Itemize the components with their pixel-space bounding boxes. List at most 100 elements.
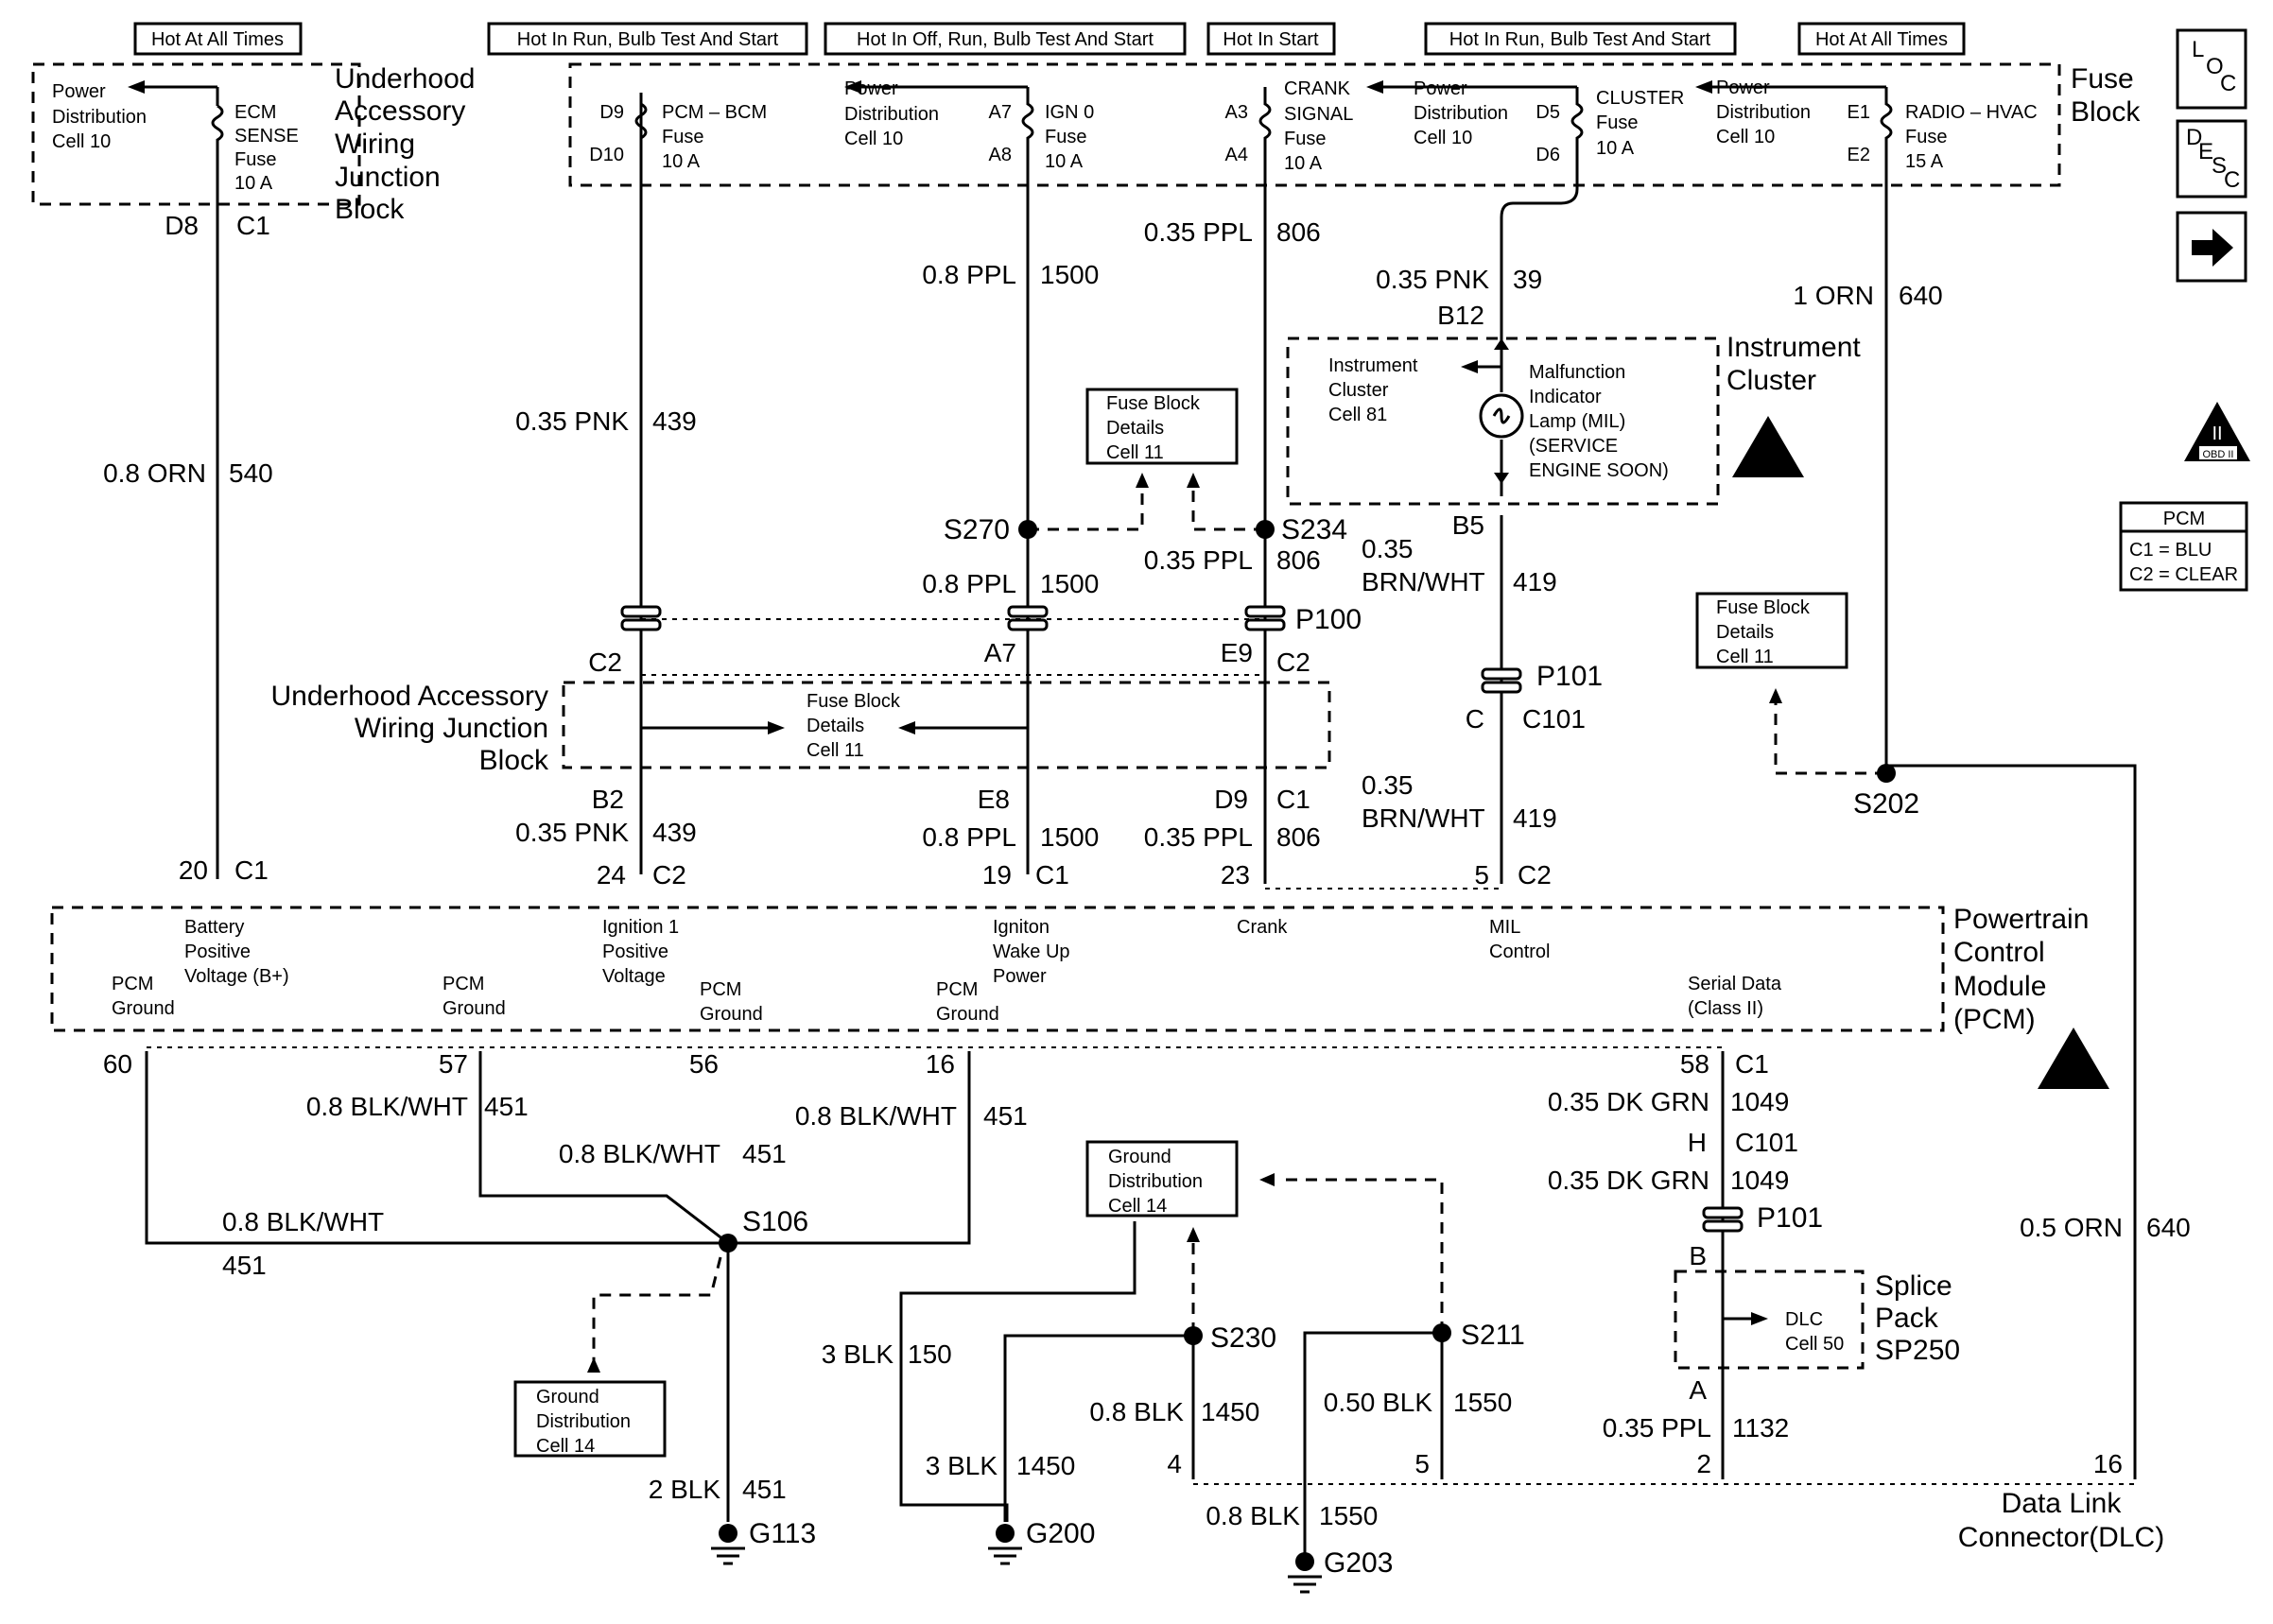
- svg-text:0.50 BLK: 0.50 BLK: [1324, 1388, 1433, 1417]
- svg-text:4: 4: [1167, 1449, 1182, 1478]
- svg-text:B2: B2: [592, 785, 624, 814]
- svg-text:C2: C2: [1276, 648, 1310, 677]
- svg-text:OBD II: OBD II: [2202, 449, 2233, 460]
- svg-text:S230: S230: [1210, 1322, 1276, 1354]
- svg-text:Serial Data: Serial Data: [1688, 974, 1782, 994]
- svg-text:Cluster: Cluster: [1328, 380, 1389, 401]
- svg-text:C: C: [2224, 167, 2240, 193]
- svg-text:(SERVICE: (SERVICE: [1529, 436, 1618, 457]
- svg-text:Cell 11: Cell 11: [1106, 442, 1164, 463]
- svg-text:1 ORN: 1 ORN: [1793, 281, 1874, 310]
- svg-text:451: 451: [222, 1251, 267, 1280]
- svg-text:DLC: DLC: [1785, 1309, 1823, 1330]
- svg-text:Details: Details: [807, 716, 864, 736]
- svg-text:B12: B12: [1437, 301, 1484, 330]
- underhood-junction-block-mid: Underhood Accessory Wiring Junction Bloc…: [271, 681, 1331, 776]
- svg-text:39: 39: [1513, 265, 1542, 294]
- svg-text:Power: Power: [52, 81, 106, 102]
- svg-text:Block: Block: [2071, 96, 2141, 128]
- svg-text:Block: Block: [479, 745, 549, 776]
- svg-text:Data Link: Data Link: [2002, 1488, 2123, 1519]
- svg-text:1450: 1450: [1201, 1397, 1259, 1426]
- splice-labels: S270 S234 S202 S106 S230 S211 P100 P101 …: [742, 514, 1919, 1354]
- svg-text:Hot In Start: Hot In Start: [1223, 29, 1319, 50]
- svg-text:Cell 14: Cell 14: [536, 1436, 595, 1457]
- svg-text:D5: D5: [1536, 102, 1560, 123]
- svg-text:Distribution: Distribution: [52, 107, 147, 128]
- svg-text:S270: S270: [944, 514, 1010, 545]
- svg-text:Module: Module: [1953, 971, 2046, 1002]
- svg-text:Fuse: Fuse: [1284, 129, 1326, 149]
- svg-text:Junction: Junction: [335, 162, 441, 193]
- svg-text:SP250: SP250: [1875, 1335, 1960, 1366]
- svg-text:IGN 0: IGN 0: [1045, 102, 1094, 123]
- splice-pack-sp250: Splice Pack SP250 DLC Cell 50 Data Link …: [1674, 1270, 2164, 1553]
- svg-text:0.35 PPL: 0.35 PPL: [1603, 1413, 1711, 1443]
- svg-text:D10: D10: [589, 145, 624, 165]
- svg-text:0.8 BLK/WHT: 0.8 BLK/WHT: [306, 1092, 468, 1121]
- svg-text:Cell 14: Cell 14: [1108, 1196, 1167, 1217]
- svg-text:2: 2: [1696, 1449, 1711, 1478]
- inline-connectors: [620, 605, 1744, 1233]
- svg-text:Cell 81: Cell 81: [1328, 405, 1387, 425]
- splice-points: [719, 520, 1896, 1345]
- svg-text:Splice: Splice: [1875, 1270, 1952, 1302]
- svg-text:PCM: PCM: [442, 974, 484, 994]
- svg-text:CLUSTER: CLUSTER: [1596, 88, 1684, 109]
- svg-text:PCM: PCM: [936, 979, 978, 1000]
- svg-text:E8: E8: [978, 785, 1010, 814]
- svg-text:D: D: [2186, 125, 2202, 150]
- svg-text:Fuse: Fuse: [234, 149, 276, 170]
- svg-text:Underhood: Underhood: [335, 63, 475, 95]
- svg-text:1500: 1500: [1040, 569, 1099, 598]
- svg-text:806: 806: [1276, 545, 1321, 575]
- svg-text:0.35 PPL: 0.35 PPL: [1144, 822, 1253, 852]
- svg-text:0.8 BLK/WHT: 0.8 BLK/WHT: [222, 1207, 384, 1236]
- svg-text:A7: A7: [984, 638, 1016, 667]
- svg-text:C2: C2: [652, 860, 686, 890]
- svg-text:0.35 DK GRN: 0.35 DK GRN: [1548, 1166, 1709, 1195]
- svg-text:Ignition 1: Ignition 1: [602, 917, 679, 938]
- svg-text:Indicator: Indicator: [1529, 387, 1602, 407]
- svg-text:Fuse Block: Fuse Block: [1106, 393, 1201, 414]
- description-button[interactable]: [2176, 119, 2247, 199]
- svg-text:G203: G203: [1324, 1547, 1393, 1579]
- svg-text:P100: P100: [1295, 604, 1362, 635]
- svg-text:Fuse Block: Fuse Block: [1716, 597, 1811, 618]
- svg-text:Cluster: Cluster: [1726, 365, 1816, 396]
- svg-text:A8: A8: [989, 145, 1012, 165]
- svg-text:Ground: Ground: [442, 998, 506, 1019]
- svg-text:19: 19: [982, 860, 1012, 890]
- svg-text:Cell 10: Cell 10: [844, 129, 903, 149]
- svg-text:1550: 1550: [1453, 1388, 1512, 1417]
- svg-text:A4: A4: [1225, 145, 1248, 165]
- svg-text:16: 16: [926, 1049, 955, 1079]
- svg-text:5: 5: [1474, 860, 1489, 890]
- svg-text:Powertrain: Powertrain: [1953, 904, 2089, 935]
- svg-text:640: 640: [1899, 281, 1943, 310]
- svg-text:15 A: 15 A: [1905, 151, 1944, 172]
- svg-text:D8: D8: [165, 211, 199, 240]
- svg-text:PCM: PCM: [112, 974, 153, 994]
- svg-text:Fuse: Fuse: [662, 127, 703, 147]
- svg-text:Fuse Block: Fuse Block: [807, 691, 901, 712]
- pin-labels: D8 C1 D9 D10 A7 A8 A3 A4 D5 D6 E1 E2 B12…: [103, 102, 2123, 1478]
- svg-text:451: 451: [742, 1139, 787, 1168]
- svg-text:Fuse: Fuse: [2071, 63, 2134, 95]
- svg-text:E9: E9: [1221, 638, 1253, 667]
- svg-text:Instrument: Instrument: [1726, 332, 1861, 363]
- location-button[interactable]: [2176, 28, 2247, 110]
- svg-text:10 A: 10 A: [234, 173, 273, 194]
- svg-text:(PCM): (PCM): [1953, 1004, 2036, 1035]
- svg-text:451: 451: [484, 1092, 529, 1121]
- svg-text:24: 24: [597, 860, 626, 890]
- svg-text:Accessory: Accessory: [335, 95, 465, 127]
- svg-text:Positive: Positive: [602, 942, 668, 962]
- svg-text:Ground: Ground: [112, 998, 175, 1019]
- svg-text:Ground: Ground: [700, 1004, 763, 1025]
- svg-text:Cell 11: Cell 11: [807, 740, 864, 761]
- svg-text:0.35 PNK: 0.35 PNK: [515, 406, 629, 436]
- svg-text:Fuse: Fuse: [1905, 127, 1947, 147]
- svg-text:MIL: MIL: [1489, 917, 1520, 938]
